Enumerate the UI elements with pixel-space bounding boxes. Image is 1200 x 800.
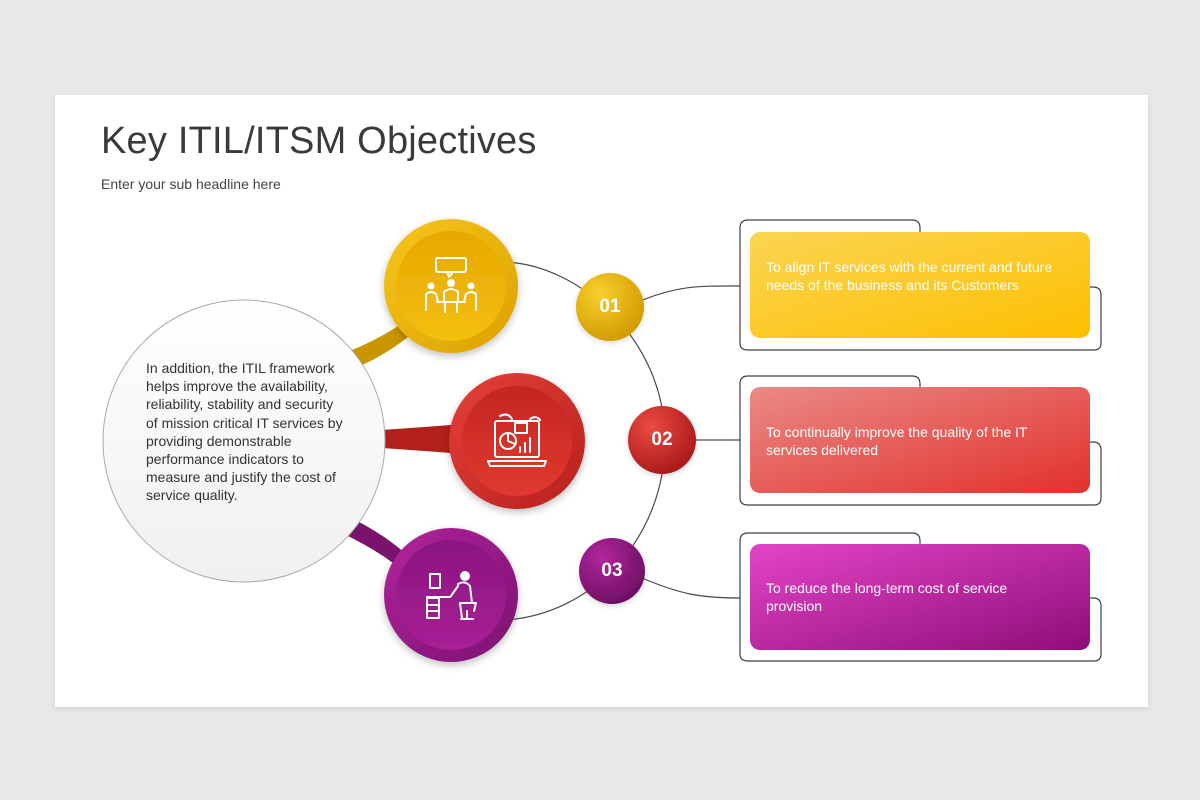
card-text-02: To continually improve the quality of th…: [766, 424, 1028, 458]
number-ball-03: [579, 538, 645, 604]
intro-text: In addition, the ITIL framework helps im…: [146, 360, 343, 504]
card-frame-02: [739, 375, 1102, 506]
card-text-03: To reduce the long-term cost of service …: [766, 580, 1008, 614]
card-02: [750, 387, 1090, 493]
card-text-01: To align IT services with the current an…: [766, 259, 1053, 293]
intro-circle: [102, 299, 386, 583]
connector-line-01: [639, 285, 741, 302]
number-ball-02: [628, 406, 696, 474]
connector-line-03: [641, 577, 741, 599]
page-title: Key ITIL/ITSM Objectives: [101, 120, 537, 162]
laptop-analytics-icon: [487, 413, 547, 467]
card-frame-01: [739, 219, 1102, 351]
page-subtitle: Enter your sub headline here: [101, 176, 281, 192]
card-03: [750, 544, 1090, 650]
number-label-01: 01: [599, 296, 621, 317]
number-label-02: 02: [651, 429, 673, 450]
stem-red: [382, 424, 462, 454]
card-frame-03: [739, 532, 1102, 662]
desk-worker-icon: [426, 571, 477, 620]
number-label-03: 03: [601, 560, 623, 581]
card-01: [750, 232, 1090, 338]
number-ball-01: [576, 273, 644, 341]
meeting-icon: [425, 257, 477, 313]
